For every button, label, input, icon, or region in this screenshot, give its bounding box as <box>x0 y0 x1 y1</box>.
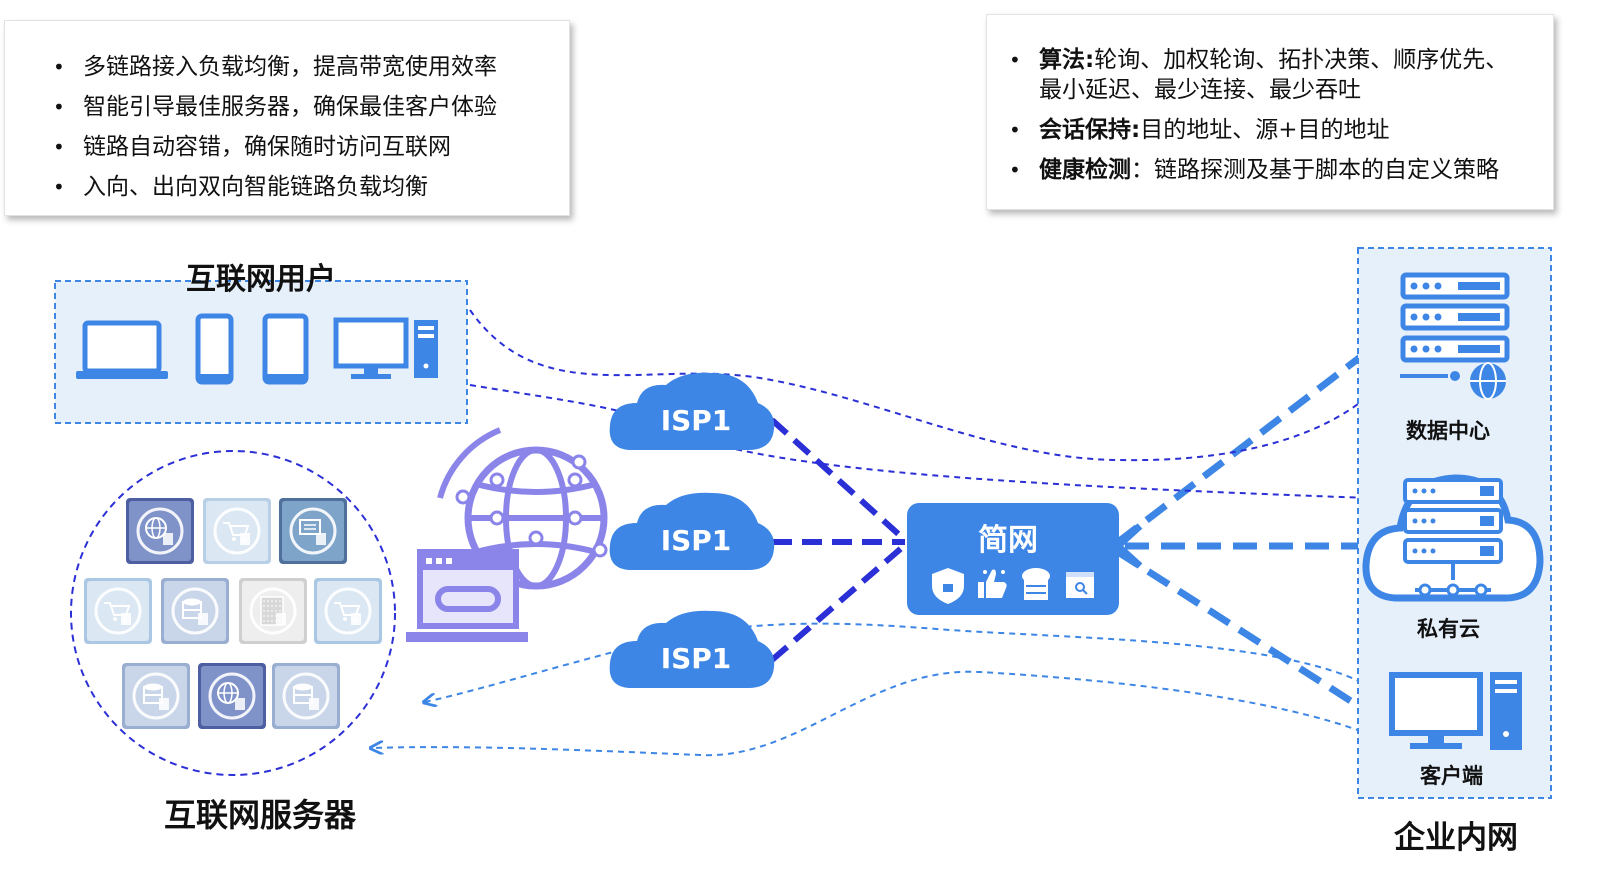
feature-item: 智能引导最佳服务器，确保最佳客户体验 <box>53 87 569 127</box>
phone-icon <box>195 313 234 385</box>
server-tile-cart-icon <box>314 578 382 644</box>
server-tile-globe-icon <box>126 498 194 564</box>
features-box: 多链路接入负载均衡，提高带宽使用效率 智能引导最佳服务器，确保最佳客户体验 链路… <box>4 20 570 216</box>
search-window-icon <box>1066 572 1094 598</box>
isp-cloud-label: ISP1 <box>661 642 732 675</box>
server-tile-doc-icon <box>279 498 347 564</box>
algorithm-box: 算法:轮询、加权轮询、拓扑决策、顺序优先、 最小延迟、最少连接、最少吞吐 会话保… <box>986 14 1554 210</box>
algorithm-text-continued: 最小延迟、最少连接、最少吞吐 <box>1039 77 1361 103</box>
session-item: 会话保持:目的地址、源+目的地址 <box>1009 115 1553 145</box>
client-desktop-icon <box>1389 672 1522 750</box>
isp-hub-links <box>769 417 908 663</box>
server-tiles <box>84 498 382 729</box>
thumbs-up-icon <box>978 569 1007 598</box>
tablet-icon <box>262 313 309 385</box>
isp-cloud: ISP1 <box>609 492 775 570</box>
hub-box <box>907 503 1119 615</box>
health-label: 健康检测 <box>1039 157 1131 183</box>
server-tile-cart-icon <box>84 578 152 644</box>
server-tile-globe-icon <box>198 663 266 729</box>
server-tile-db-icon <box>122 663 190 729</box>
globe-browser-icon <box>406 427 608 642</box>
algorithm-text: 轮询、加权轮询、拓扑决策、顺序优先、 <box>1094 47 1509 73</box>
algorithm-label: 算法: <box>1039 47 1095 73</box>
hub-title: 简网 <box>978 523 1038 558</box>
cloud-server-icon <box>1022 568 1050 600</box>
private-cloud-icon <box>1362 474 1544 602</box>
session-text: 目的地址、源+目的地址 <box>1140 117 1390 143</box>
laptop-icon <box>76 320 168 379</box>
desktop-icon <box>333 317 438 379</box>
session-label: 会话保持: <box>1039 117 1141 143</box>
client-label: 客户端 <box>1420 764 1483 788</box>
data-center-icon <box>1400 272 1510 400</box>
internet-servers-cluster <box>70 450 396 776</box>
isp-cloud: ISP1 <box>609 610 775 688</box>
server-tile-cart-icon <box>203 498 271 564</box>
health-item: 健康检测：链路探测及基于脚本的自定义策略 <box>1009 155 1553 185</box>
isp-cloud: ISP1 <box>609 372 775 450</box>
internet-users-panel <box>54 280 468 424</box>
internet-servers-title: 互联网服务器 <box>164 796 357 834</box>
health-text: ：链路探测及基于脚本的自定义策略 <box>1131 157 1499 183</box>
traffic-flow-curves <box>372 309 1393 757</box>
server-tile-db-icon <box>272 663 340 729</box>
data-center-label: 数据中心 <box>1406 419 1490 443</box>
internet-users-title: 互联网用户 <box>186 262 336 297</box>
feature-item: 多链路接入负载均衡，提高带宽使用效率 <box>53 47 569 87</box>
server-tile-db-icon <box>161 578 229 644</box>
enterprise-title: 企业内网 <box>1394 820 1518 856</box>
algorithm-item: 算法:轮询、加权轮询、拓扑决策、顺序优先、 最小延迟、最少连接、最少吞吐 <box>1009 45 1553 105</box>
isp-cloud-label: ISP1 <box>661 404 732 437</box>
shield-icon <box>932 568 964 604</box>
algorithm-list: 算法:轮询、加权轮询、拓扑决策、顺序优先、 最小延迟、最少连接、最少吞吐 会话保… <box>1009 45 1553 185</box>
server-tile-grid-icon <box>239 578 307 644</box>
feature-item: 链路自动容错，确保随时访问互联网 <box>53 127 569 167</box>
feature-item: 入向、出向双向智能链路负载均衡 <box>53 167 569 207</box>
hub-enterprise-links <box>1115 339 1383 715</box>
features-list: 多链路接入负载均衡，提高带宽使用效率 智能引导最佳服务器，确保最佳客户体验 链路… <box>53 47 569 207</box>
private-cloud-label: 私有云 <box>1417 617 1480 641</box>
isp-cloud-label: ISP1 <box>661 524 732 557</box>
